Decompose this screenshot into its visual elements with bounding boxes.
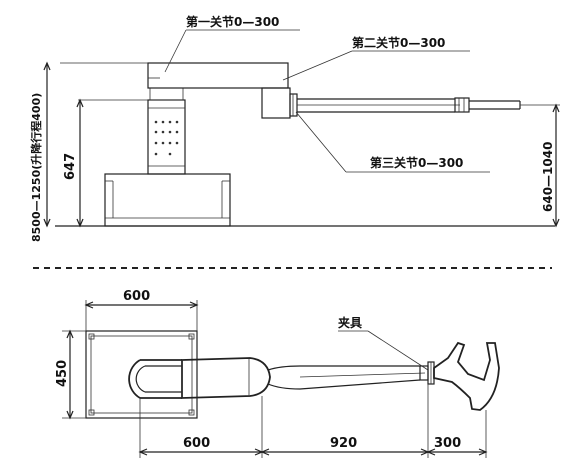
arrow [189,301,199,309]
joint1-leader [164,29,187,73]
second-joint-block [261,87,291,119]
third-joint-flange [289,93,298,117]
column-holes [154,120,179,156]
lift-column [147,99,186,175]
shaft-axis [299,372,426,378]
arm1-pivot-outer [128,359,141,399]
arrow [76,218,84,228]
shaft-bottom-edge [267,379,421,390]
arrow [426,448,436,456]
arm2-length-label: 920 [330,436,357,451]
arm2-body [181,357,271,399]
arm-height-label: 640—1040 [541,142,555,212]
joint3-label: 第三关节0—300 [370,155,463,170]
arm1-length-label: 600 [183,436,210,451]
gripper-length-label: 300 [434,436,461,451]
base-depth-label: 450 [55,360,70,387]
joint2-leader [282,50,353,81]
base-width-label: 600 [123,289,150,304]
joint3-leader [295,111,347,173]
arrow [138,448,148,456]
arm1-pivot-inner [135,365,146,393]
arrow [552,103,560,113]
joint2-label: 第二关节0—300 [352,35,445,50]
arrow [66,329,74,339]
joint1-label: 第一关节0—300 [186,14,279,29]
arrow [43,218,51,228]
arrow [76,98,84,108]
arrow [43,61,51,71]
arrow [478,448,488,456]
arrow [552,218,560,228]
mount-holes [88,333,195,416]
column-cap [149,87,184,101]
base-plate-inner [90,335,193,414]
base-plate-top [85,330,198,419]
lift-range-label: 8500—1250(升降行程400) [29,93,43,242]
first-arm [147,62,289,89]
tool-collar [454,97,470,113]
top-view: 夹具 600 450 600 920 300 [55,289,500,458]
gripper-fork [433,341,500,411]
arrow [66,410,74,420]
clamp-leader [367,330,429,371]
arrow [260,448,270,456]
side-view: 8500—1250(升降行程400) 647 640—1040 第一关节0—30… [29,14,560,242]
arrow [84,301,94,309]
shaft-top-edge [267,365,420,371]
clamp-label: 夹具 [338,315,362,330]
column-height-label: 647 [63,153,78,180]
